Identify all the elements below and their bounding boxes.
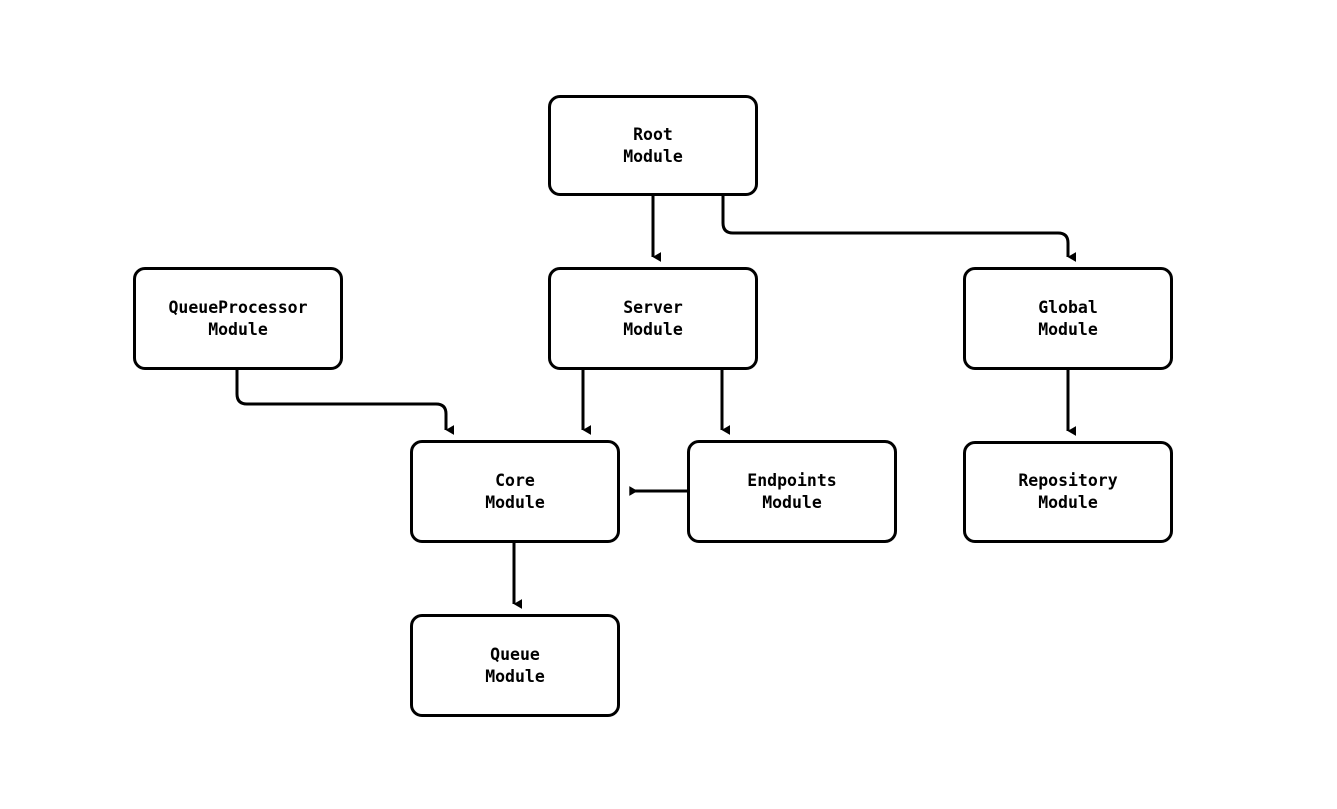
node-queue-module-label: Queue Module (485, 644, 545, 686)
node-server-module-label: Server Module (623, 297, 683, 339)
edge-queueprocessor-core (235, 370, 454, 435)
node-endpoints-module-label: Endpoints Module (747, 470, 837, 512)
node-queueprocessor-module-label: QueueProcessor Module (168, 297, 308, 339)
node-root-module[interactable]: Root Module (548, 95, 758, 196)
edge-root-global (721, 196, 1076, 262)
node-queueprocessor-module[interactable]: QueueProcessor Module (133, 267, 343, 370)
node-queue-module[interactable]: Queue Module (410, 614, 620, 717)
node-root-module-label: Root Module (623, 124, 683, 166)
node-endpoints-module[interactable]: Endpoints Module (687, 440, 897, 543)
node-global-module[interactable]: Global Module (963, 267, 1173, 370)
node-repository-module-label: Repository Module (1018, 471, 1118, 512)
node-core-module[interactable]: Core Module (410, 440, 620, 543)
node-repository-module[interactable]: Repository Module (963, 441, 1173, 543)
node-global-module-label: Global Module (1038, 297, 1098, 339)
node-server-module[interactable]: Server Module (548, 267, 758, 370)
node-core-module-label: Core Module (485, 470, 545, 512)
